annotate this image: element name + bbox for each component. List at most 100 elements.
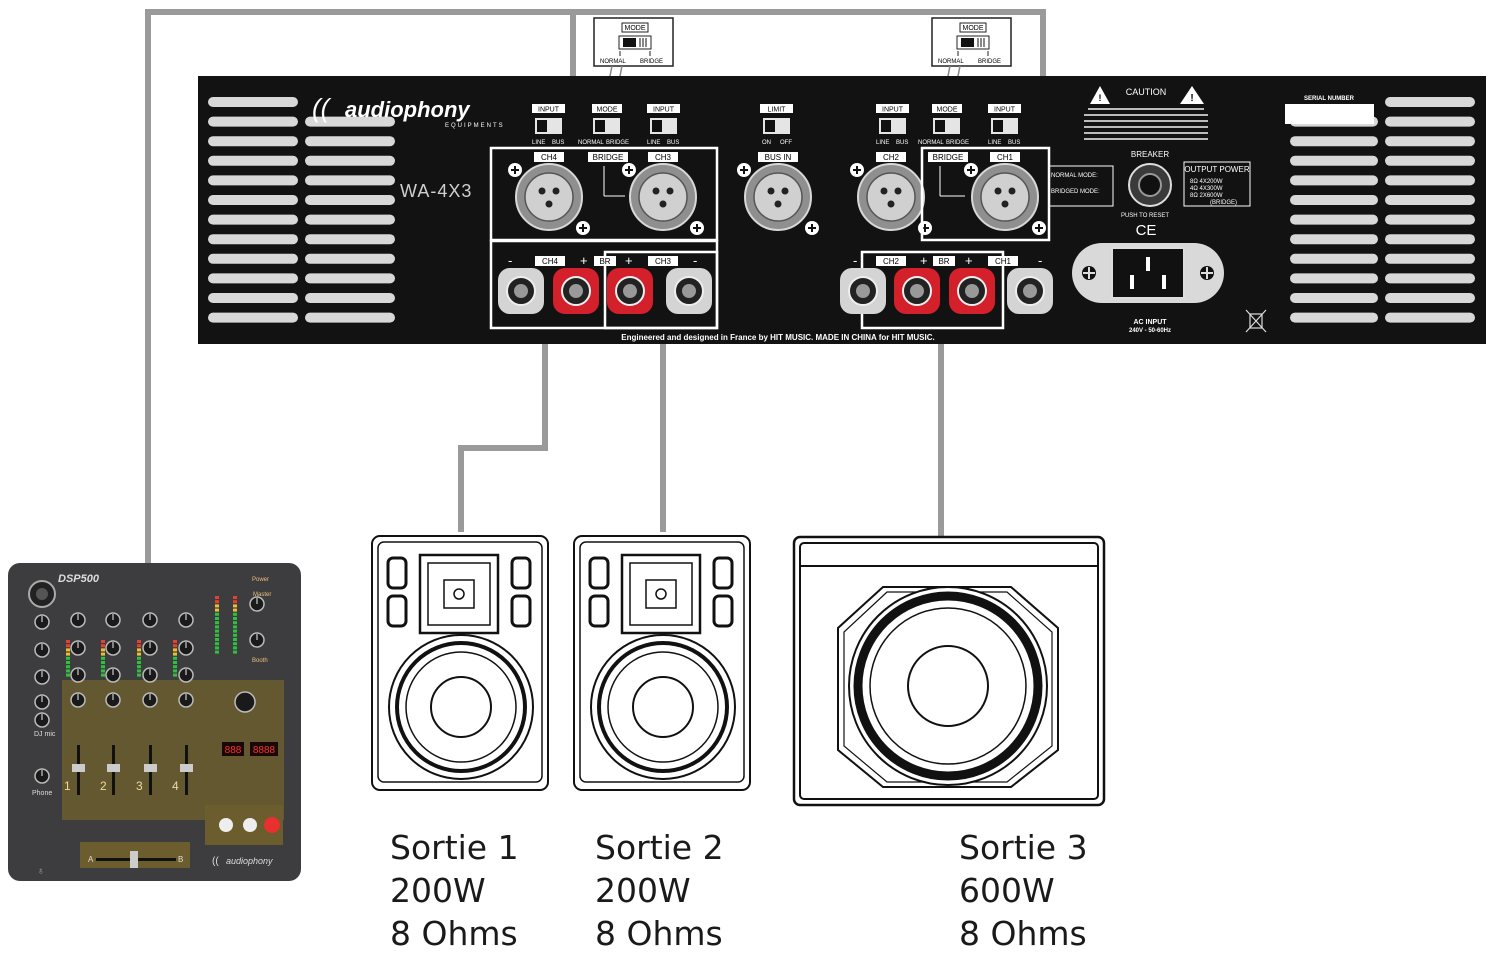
meter-segment — [101, 669, 105, 673]
meter-segment — [233, 633, 237, 637]
svg-text:INPUT: INPUT — [538, 107, 560, 114]
meter-segment — [215, 633, 219, 637]
binding-post[interactable] — [553, 268, 599, 314]
channel-number: 3 — [136, 779, 143, 793]
meter-segment — [215, 642, 219, 646]
output-label-3: Sortie 3 600W 8 Ohms — [959, 826, 1088, 955]
mixer-channel-faders[interactable] — [72, 745, 193, 795]
xlr-label-bridge-34: BRIDGE — [593, 153, 624, 162]
xlr-connector[interactable] — [964, 163, 1046, 235]
mixer-brand-icon: (( — [212, 856, 219, 867]
svg-text:+: + — [580, 253, 588, 268]
caution-block: ! ! CAUTION — [1084, 86, 1208, 140]
vent-slot — [1385, 253, 1475, 264]
xlr-label-ch2: CH2 — [883, 153, 900, 162]
meter-segment — [215, 629, 219, 633]
xlr-inputs — [508, 163, 1046, 235]
binding-post[interactable] — [666, 268, 712, 314]
meter-segment — [233, 596, 237, 599]
binding-post[interactable] — [498, 268, 544, 314]
output-power-title: OUTPUT POWER — [1184, 165, 1249, 174]
mixer-knobs[interactable] — [34, 596, 265, 784]
crossfader-knob[interactable] — [130, 851, 138, 868]
vent-slot — [305, 312, 395, 323]
meter-segment — [173, 665, 177, 669]
knob[interactable] — [234, 691, 256, 713]
meter-segment — [66, 673, 70, 677]
output-power-line: 4Ω 4X300W — [1190, 186, 1223, 192]
mixer-master-label: Master — [253, 592, 271, 598]
output-label-2: Sortie 2 200W 8 Ohms — [595, 826, 724, 955]
vent-slot — [1385, 195, 1475, 205]
vent-slot — [305, 273, 395, 284]
ac-inlet — [1072, 243, 1224, 303]
binding-post[interactable] — [840, 268, 886, 314]
fader-knob[interactable] — [72, 764, 85, 772]
svg-text:+: + — [965, 253, 973, 268]
amp-footer-text: Engineered and designed in France by HIT… — [621, 333, 935, 342]
binding-post[interactable] — [894, 268, 940, 314]
crossfader-a-label: A — [88, 855, 94, 864]
meter-segment — [101, 644, 105, 648]
vent-slot — [208, 234, 298, 245]
vent-slot — [1385, 234, 1475, 245]
effect-button[interactable] — [243, 818, 257, 832]
meter-segment — [101, 640, 105, 643]
meter-segment — [101, 673, 105, 677]
xlr-connector[interactable] — [508, 163, 590, 235]
effect-button[interactable] — [219, 818, 233, 832]
ce-mark: CE — [1136, 222, 1157, 239]
vent-slot — [305, 116, 395, 127]
svg-text:OFF: OFF — [780, 140, 792, 146]
binding-post[interactable] — [607, 268, 653, 314]
terminal-label-ch1: CH1 — [995, 257, 1012, 266]
xlr-connector[interactable] — [850, 163, 932, 235]
xlr-connector[interactable] — [622, 163, 704, 235]
meter-segment — [173, 656, 177, 660]
vent-slot — [208, 136, 298, 147]
vent-slot — [1385, 175, 1475, 186]
terminal-label-br-34: BR — [599, 257, 610, 266]
xlr-label-bridge-12: BRIDGE — [933, 153, 964, 162]
svg-text:!: ! — [1190, 93, 1193, 104]
effect-on-button[interactable] — [264, 817, 280, 833]
mode-callout-normal: NORMAL — [600, 59, 626, 65]
output-name: Sortie 3 — [959, 828, 1088, 867]
meter-segment — [137, 656, 141, 660]
output-power-line: 8Ω 4X200W — [1190, 179, 1223, 185]
xlr-label-ch1: CH1 — [997, 153, 1014, 162]
xlr-connector[interactable] — [737, 163, 819, 235]
meter-segment — [173, 644, 177, 648]
serial-number-plate — [1285, 104, 1374, 124]
output-impedance: 8 Ohms — [390, 914, 518, 953]
fader-knob[interactable] — [107, 764, 120, 772]
mode-callout-title: MODE — [625, 25, 646, 32]
meter-segment — [101, 656, 105, 660]
svg-text:INPUT: INPUT — [653, 107, 675, 114]
vent-slot — [1290, 136, 1378, 147]
output-impedance: 8 Ohms — [595, 914, 723, 953]
meter-segment — [215, 621, 219, 625]
dj-mixer: DSP500 Power Master Booth DJ mic Phone 1… — [8, 563, 301, 881]
vent-slot — [1385, 214, 1475, 225]
amp-brand: audiophony — [345, 97, 471, 122]
fader-knob[interactable] — [144, 764, 157, 772]
normal-mode-label: NORMAL MODE: — [1051, 173, 1098, 179]
meter-segment — [215, 612, 219, 616]
meter-segment — [101, 665, 105, 669]
binding-post[interactable] — [1007, 268, 1053, 314]
binding-post[interactable] — [949, 268, 995, 314]
mode-callout-normal: NORMAL — [938, 59, 964, 65]
fader-knob[interactable] — [180, 764, 193, 772]
vent-slot — [1385, 97, 1475, 107]
vent-slot — [208, 97, 298, 107]
vent-slot — [1290, 293, 1378, 303]
channel-number: 1 — [64, 779, 71, 793]
